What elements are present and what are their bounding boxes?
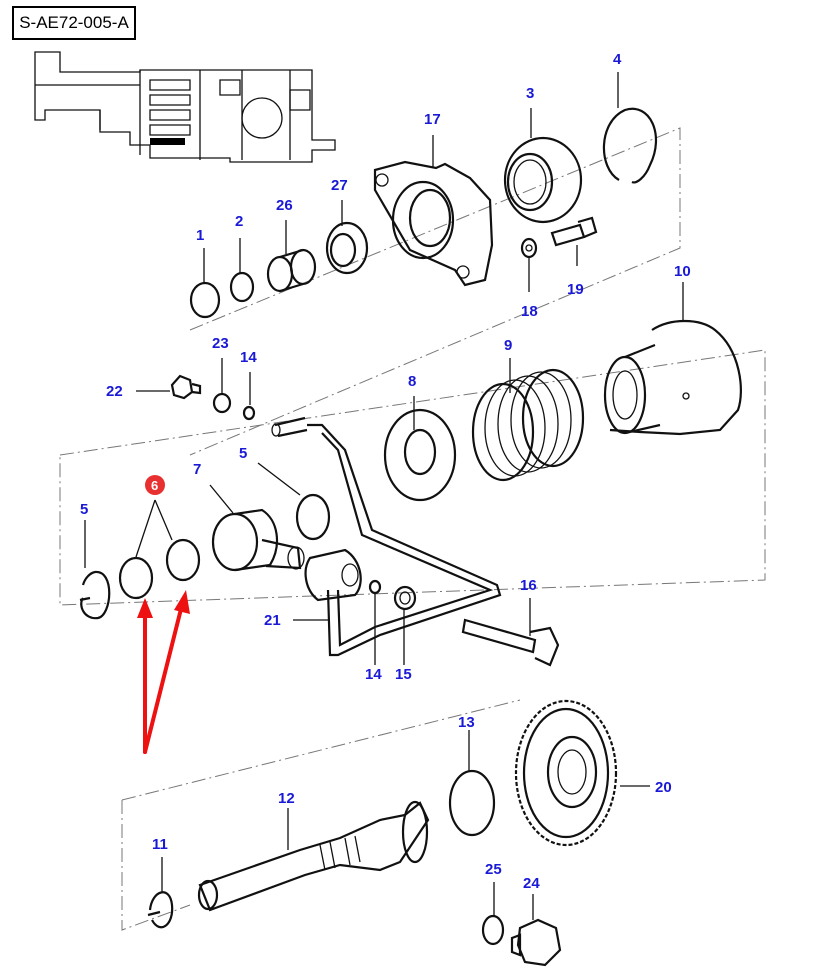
part-21-lube-tube: 21 [264,416,502,657]
part-19-bolt: 19 [550,216,598,298]
part-20-gear: 20 [514,699,672,847]
location-marker-arrow-icon [150,138,185,145]
callout-16: 16 [520,577,537,594]
part-11-circlip: 11 [147,836,174,929]
part-1-snap-ring: 1 [189,227,221,319]
callout-19: 19 [567,281,584,298]
part-26-bushing: 26 [266,197,317,293]
part-23-washer: 23 [212,335,232,414]
callout-26: 26 [276,197,293,214]
callout-22: 22 [106,383,123,400]
callout-12: 12 [278,790,295,807]
callout-8: 8 [408,373,416,390]
part-12-output-shaft: 12 [197,790,430,912]
callout-14-lower: 14 [365,666,382,683]
callout-1: 1 [196,227,204,244]
diagram-reference-code: S-AE72-005-A [12,6,136,40]
highlight-badge [145,475,165,495]
part-3-bearing: 3 [503,85,583,224]
part-24-drain-plug: 24 [510,875,562,967]
callout-21: 21 [264,612,281,629]
location-thumbnail [34,51,336,163]
callout-14-upper: 14 [240,349,257,366]
callout-24: 24 [523,875,540,892]
part-5-snap-ring-lower: 5 [79,501,111,620]
callout-11: 11 [152,836,168,853]
part-22-plug: 22 [106,374,202,400]
part-9-spring: 9 [471,337,585,482]
callout-27: 27 [331,177,348,194]
part-2-ring: 2 [229,213,255,303]
callout-23: 23 [212,335,229,352]
part-21-sleeve [304,548,362,602]
part-16-banjo-bolt: 16 [461,577,560,667]
callout-17: 17 [424,111,441,128]
part-14-o-ring-upper: 14 [240,349,257,421]
callout-20: 20 [655,779,672,796]
callout-13: 13 [458,714,475,731]
part-4-circlip: 4 [602,51,658,184]
callout-3: 3 [526,85,534,102]
part-13-o-ring: 13 [448,714,496,837]
part-7-banjo-fitting: 7 [193,461,305,572]
part-17-bearing-housing: 17 [373,111,494,287]
part-15-washer: 15 [393,585,417,683]
part-25-washer: 25 [481,861,505,946]
callout-6: 6 [151,478,158,493]
callout-5-lower: 5 [80,501,88,518]
callout-2: 2 [235,213,243,230]
part-14-o-ring-lower: 14 [365,579,382,683]
callout-5-upper: 5 [239,445,247,462]
arrow-up-icon [174,590,190,614]
callout-7: 7 [193,461,201,478]
arrow-up-icon [137,598,153,618]
callout-10: 10 [674,263,691,280]
callout-9: 9 [504,337,512,354]
highlight-arrows [137,590,190,754]
part-10-splined-hub: 10 [603,263,742,436]
part-6-sealing-rings: 6 [118,475,201,600]
callout-25: 25 [485,861,502,878]
part-27-seal: 27 [325,177,369,275]
part-8-thrust-washer: 8 [383,373,457,502]
callout-15: 15 [395,666,412,683]
callout-4: 4 [613,51,622,68]
part-5-snap-ring-upper: 5 [239,445,331,541]
part-18-washer: 18 [520,237,538,320]
callout-18: 18 [521,303,538,320]
